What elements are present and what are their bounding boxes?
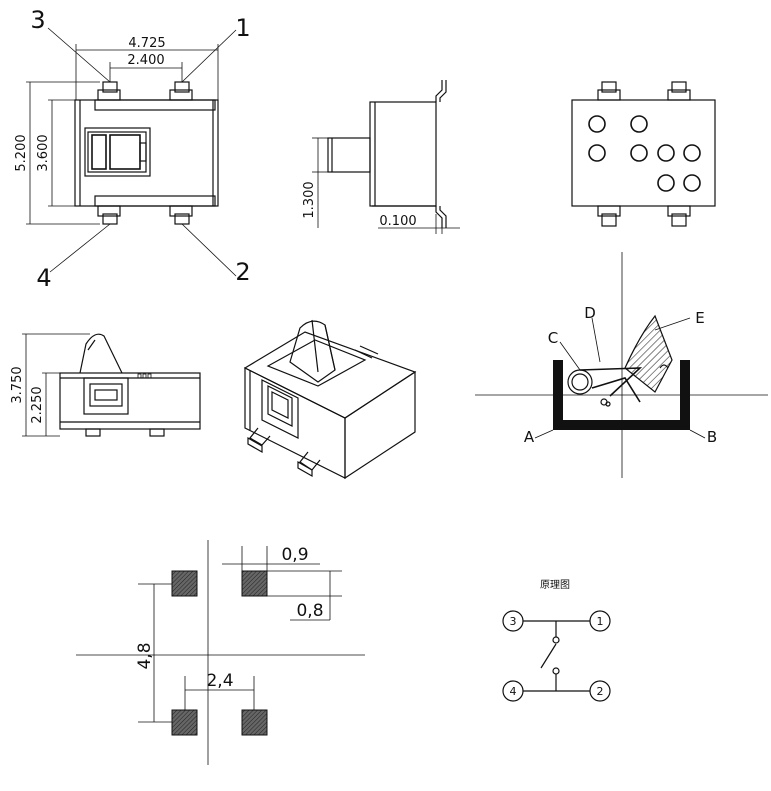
schematic-pin-2-label: 2 <box>597 685 604 698</box>
bottom-view <box>571 81 716 227</box>
dim-2400: 2.400 <box>127 53 164 68</box>
pad-top-left <box>171 570 198 597</box>
side-view-body <box>369 101 437 207</box>
mechanism-label-d: D <box>584 304 596 322</box>
hatched-actuator <box>624 314 673 393</box>
mechanism-label-a: A <box>524 428 535 446</box>
front-view-body <box>59 372 201 430</box>
schematic-pin-1-label: 1 <box>597 615 604 628</box>
pin-label-4: 4 <box>36 264 51 292</box>
dim-3750: 3.750 <box>10 366 25 403</box>
pin-label-2: 2 <box>235 258 250 286</box>
pad-bottom-right <box>241 709 268 736</box>
dim-0100: 0.100 <box>379 214 416 229</box>
front-view: 3.750 2.250 <box>10 333 201 437</box>
dim-3600: 3.600 <box>36 134 51 171</box>
schematic-title: 原理图 <box>540 579 570 591</box>
dim-pad-height: 0,8 <box>296 601 323 621</box>
dim-pad-width: 0,9 <box>281 545 308 565</box>
pin-label-1: 1 <box>235 14 250 42</box>
isometric-view <box>243 319 417 480</box>
pad-top-right <box>241 570 268 597</box>
dim-2250: 2.250 <box>30 386 45 423</box>
side-view: 1.300 0.100 <box>302 80 460 234</box>
schematic-diagram: 原理图 3 1 4 2 <box>502 579 611 702</box>
mechanism-label-e: E <box>695 309 704 327</box>
dim-4725: 4.725 <box>128 36 165 51</box>
dim-1300: 1.300 <box>302 181 317 218</box>
top-view: 4.725 2.400 5.200 3.600 3 1 4 2 <box>14 6 251 292</box>
mechanism-section: A B C D E <box>475 252 768 478</box>
mounting-holes <box>588 115 701 192</box>
schematic-pin-4-label: 4 <box>510 685 517 698</box>
schematic-pin-4 <box>502 680 524 702</box>
pad-bottom-left <box>171 709 198 736</box>
dim-5200: 5.200 <box>14 134 29 171</box>
schematic-pin-3 <box>502 610 524 632</box>
schematic-pin-3-label: 3 <box>510 615 517 628</box>
dim-horizontal-pitch: 2,4 <box>206 671 233 691</box>
pcb-footprint: 0,9 0,8 4,8 2,4 <box>76 540 365 765</box>
mechanism-label-c: C <box>548 329 558 347</box>
pin-label-3: 3 <box>30 6 45 34</box>
bottom-view-body <box>571 99 716 207</box>
schematic-pin-1 <box>589 610 611 632</box>
schematic-pin-2 <box>589 680 611 702</box>
dim-vertical-pitch: 4,8 <box>135 642 155 669</box>
mechanism-label-b: B <box>707 428 717 446</box>
